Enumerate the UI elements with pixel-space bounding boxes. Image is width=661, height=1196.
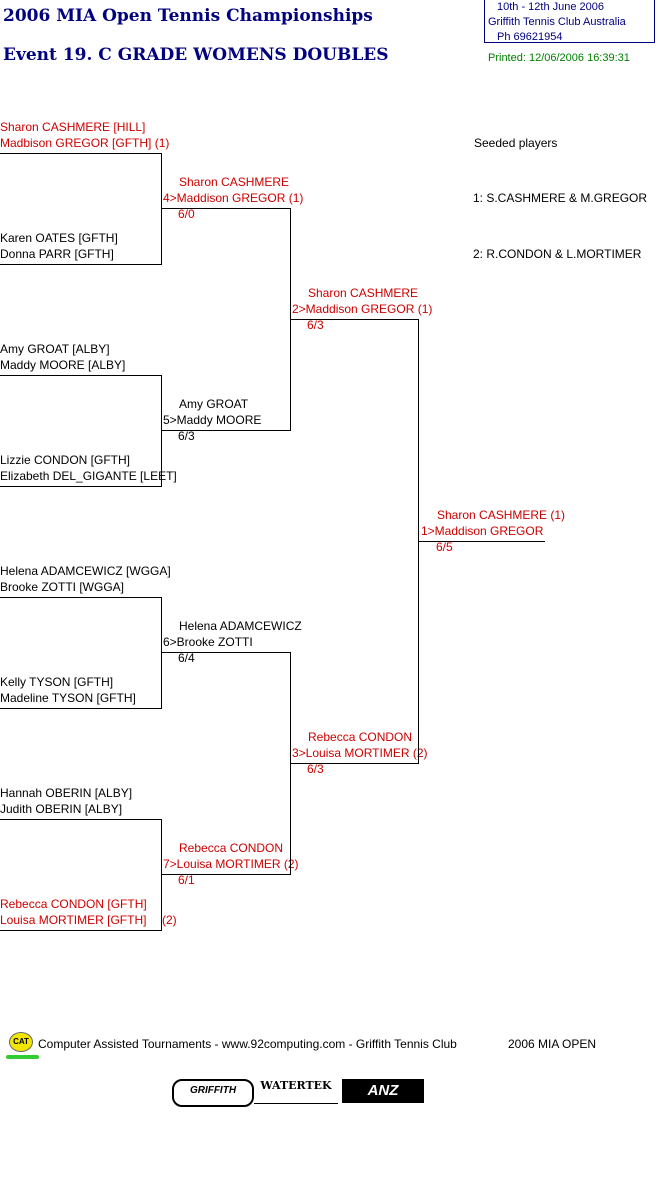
r2-match4-player1: Rebecca CONDON: [179, 841, 284, 855]
r2-match3-player1: Helena ADAMCEWICZ: [179, 619, 302, 633]
r1-team7-player2: Judith OBERIN [ALBY]: [0, 802, 123, 816]
event-title: Event 19. C GRADE WOMENS DOUBLES: [3, 45, 389, 65]
r3-match1-score: 6/3: [307, 318, 324, 332]
r3-match2-player1: Rebecca CONDON: [308, 730, 413, 744]
bracket-line: [162, 208, 290, 209]
footer-credit: Computer Assisted Tournaments - www.92co…: [38, 1037, 457, 1051]
bracket-line: [161, 375, 162, 486]
bracket-line: [0, 375, 161, 376]
final-score: 6/5: [436, 540, 453, 554]
final-player2: 1>Maddison GREGOR: [421, 524, 544, 538]
r2-match4-player2: 7>Louisa MORTIMER (2): [163, 857, 299, 871]
bracket-line: [162, 652, 290, 653]
bracket-line: [419, 541, 545, 542]
r1-team3-player1: Amy GROAT [ALBY]: [0, 342, 110, 356]
r3-match2-score: 6/3: [307, 762, 324, 776]
r2-match1-player1: Sharon CASHMERE: [179, 175, 290, 189]
tournament-title: 2006 MIA Open Tennis Championships: [3, 6, 373, 26]
sponsor-logo-griffith: GRIFFITH: [172, 1079, 254, 1107]
r1-team7-player1: Hannah OBERIN [ALBY]: [0, 786, 133, 800]
bracket-line: [0, 708, 162, 709]
bracket-line: [418, 319, 419, 763]
bracket-line: [290, 208, 291, 430]
bracket-line: [291, 763, 419, 764]
r1-team8-player2: Louisa MORTIMER [GFTH]: [0, 913, 147, 927]
r2-match2-player2: 5>Maddy MOORE: [163, 413, 262, 427]
bracket-line: [0, 819, 161, 820]
r1-team8-seed: (2): [162, 913, 177, 927]
sponsor-logo-watertek: WATERTEK: [254, 1079, 338, 1104]
bracket-line: [161, 819, 162, 930]
bracket-line: [0, 153, 161, 154]
r1-team6-player2: Madeline TYSON [GFTH]: [0, 691, 136, 705]
bracket-line: [290, 652, 291, 874]
bracket-line: [161, 153, 162, 264]
tournament-info-box: 10th - 12th June 2006 Griffith Tennis Cl…: [484, 0, 655, 43]
r2-match3-score: 6/4: [178, 651, 195, 665]
seeded-heading: Seeded players: [474, 136, 558, 150]
r2-match1-player2: 4>Maddison GREGOR (1): [163, 191, 304, 205]
final-player1: Sharon CASHMERE (1): [437, 508, 566, 522]
r1-team5-player1: Helena ADAMCEWICZ [WGGA]: [0, 564, 171, 578]
r1-team4-player2: Elizabeth DEL_GIGANTE [LEET]: [0, 469, 177, 483]
bracket-line: [0, 486, 162, 487]
r1-team8-player1: Rebecca CONDON [GFTH]: [0, 897, 147, 911]
r1-team1-player2: Madbison GREGOR [GFTH] (1): [0, 136, 170, 150]
r1-team2-player2: Donna PARR [GFTH]: [0, 247, 114, 261]
bracket-line: [162, 874, 291, 875]
r2-match4-score: 6/1: [178, 873, 195, 887]
bracket-line: [161, 597, 162, 708]
bracket-line: [0, 264, 162, 265]
r1-team5-player2: Brooke ZOTTI [WGGA]: [0, 580, 125, 594]
bracket-line: [291, 319, 418, 320]
tournament-dates: 10th - 12th June 2006: [497, 1, 605, 13]
cat-logo-underline: [6, 1055, 39, 1059]
r2-match2-score: 6/3: [178, 429, 195, 443]
cat-logo: CAT: [9, 1032, 33, 1052]
r1-team6-player1: Kelly TYSON [GFTH]: [0, 675, 114, 689]
bracket-line: [0, 930, 162, 931]
r2-match1-score: 6/0: [178, 207, 195, 221]
r2-match3-player2: 6>Brooke ZOTTI: [163, 635, 253, 649]
bracket-line: [0, 597, 161, 598]
bracket-line: [162, 430, 291, 431]
sponsor-logo-anz: ANZ: [342, 1079, 424, 1103]
seeded-item-2: 2: R.CONDON & L.MORTIMER: [473, 247, 642, 261]
r3-match1-player1: Sharon CASHMERE: [308, 286, 419, 300]
printed-timestamp: Printed: 12/06/2006 16:39:31: [488, 52, 630, 64]
tournament-venue: Griffith Tennis Club Australia: [488, 16, 626, 28]
r3-match1-player2: 2>Maddison GREGOR (1): [292, 302, 433, 316]
r1-team3-player2: Maddy MOORE [ALBY]: [0, 358, 126, 372]
r1-team4-player1: Lizzie CONDON [GFTH]: [0, 453, 131, 467]
r3-match2-player2: 3>Louisa MORTIMER (2): [292, 746, 428, 760]
r1-team1-player1: Sharon CASHMERE [HILL]: [0, 120, 146, 134]
footer-event: 2006 MIA OPEN: [508, 1037, 597, 1051]
seeded-item-1: 1: S.CASHMERE & M.GREGOR: [473, 191, 648, 205]
tournament-phone: Ph 69621954: [497, 31, 563, 43]
r2-match2-player1: Amy GROAT: [179, 397, 249, 411]
r1-team2-player1: Karen OATES [GFTH]: [0, 231, 118, 245]
